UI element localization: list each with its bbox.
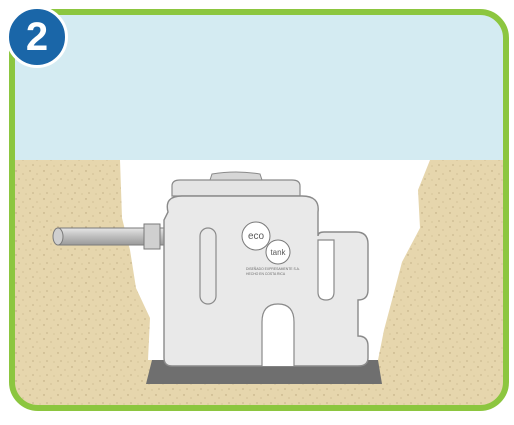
step-number: 2 xyxy=(25,15,49,59)
step-badge: 2 xyxy=(6,6,68,68)
tank-slot-left xyxy=(199,227,217,305)
tank-slot-center xyxy=(261,303,295,366)
pipe-end xyxy=(52,227,64,246)
tank-lid xyxy=(171,179,301,197)
maker-line-2: HECHO EN COSTA RICA xyxy=(246,272,286,276)
logo-circle-tank xyxy=(265,239,291,265)
frame-border xyxy=(9,9,509,411)
logo-circle-eco xyxy=(241,221,271,251)
logo-tank-text: tank xyxy=(270,248,286,257)
logo-eco-text: eco xyxy=(248,231,265,242)
tank-slot-right xyxy=(317,239,335,301)
pipe-coupling xyxy=(143,223,161,250)
lid-cap xyxy=(209,171,263,181)
maker-line-1: DISEÑADO EXPRESAMENTE S.A. xyxy=(246,266,300,271)
sky xyxy=(12,12,506,172)
